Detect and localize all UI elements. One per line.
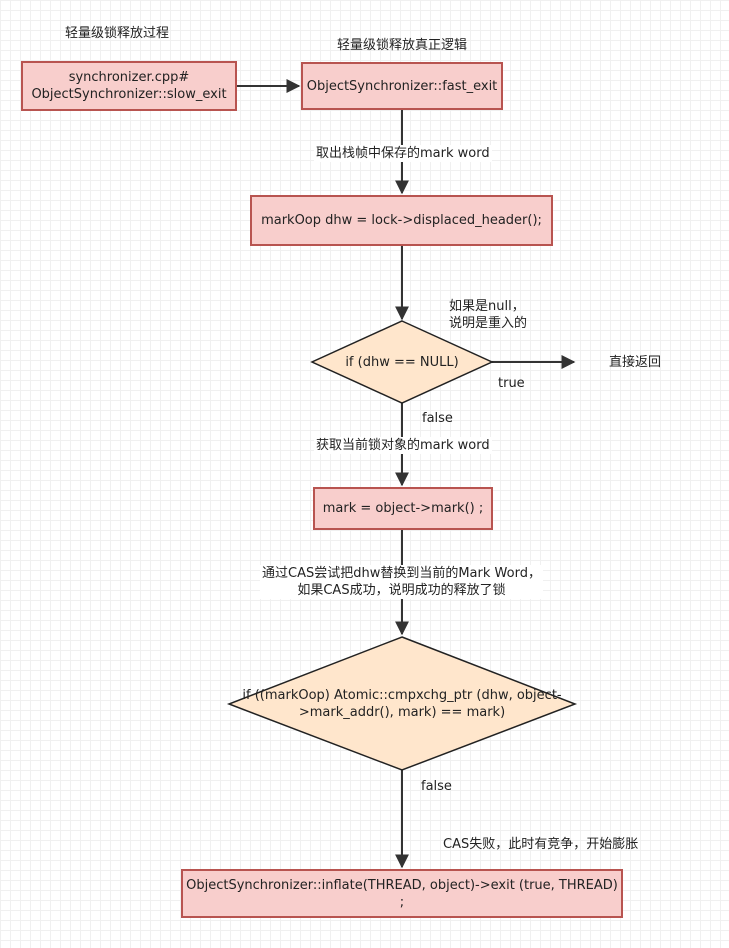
label-false-2: false [421,779,452,794]
title-left: 轻量级锁释放过程 [65,26,170,41]
node-mark: mark = object->mark() ; [313,487,493,530]
title-center: 轻量级锁释放真正逻辑 [337,38,468,53]
decision-dhw-null-diamond [310,320,494,404]
node-slow-exit: synchronizer.cpp# ObjectSynchronizer::sl… [21,61,237,111]
label-cas-fail: CAS失败，此时有竞争，开始膨胀 [443,837,639,852]
label-cas-note: 通过CAS尝试把dhw替换到当前的Mark Word， 如果CAS成功，说明成功… [260,565,543,599]
label-get-mark: 获取当前锁对象的mark word [314,437,492,454]
node-displaced-header: markOop dhw = lock->displaced_header(); [250,195,553,246]
label-true: true [498,376,525,391]
label-if-null-note: 如果是null， 说明是重入的 [449,299,528,331]
label-take-mark: 取出栈帧中保存的mark word [314,145,492,162]
decision-dhw-null-text: if (dhw == NULL) [345,354,459,370]
node-inflate: ObjectSynchronizer::inflate(THREAD, obje… [181,869,623,918]
decision-cas-text: if ((markOop) Atomic::cmpxchg_ptr (dhw, … [242,687,562,720]
label-direct-return: 直接返回 [609,355,662,370]
decision-cas-diamond [226,636,578,771]
node-fast-exit: ObjectSynchronizer::fast_exit [301,62,503,110]
label-false-1: false [422,411,453,426]
